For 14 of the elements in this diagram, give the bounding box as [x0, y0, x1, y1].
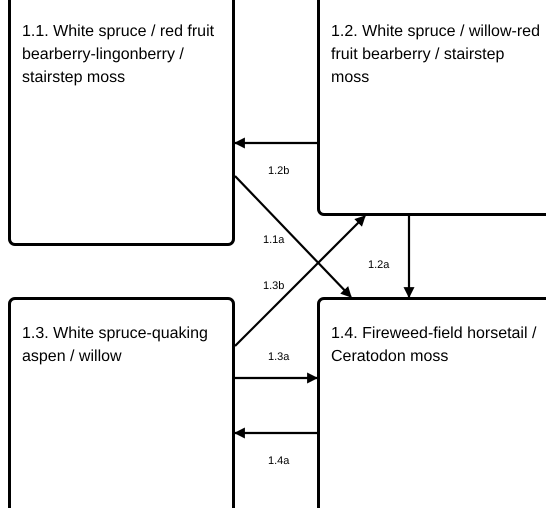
arrow	[234, 138, 317, 148]
arrow	[234, 175, 352, 298]
arrow	[234, 215, 366, 347]
vegetation-box	[317, 0, 546, 216]
box-title: 1.1. White spruce / red fruit bearberry-lingonberry / stairstep moss	[22, 22, 216, 88]
vegetation-box	[8, 0, 235, 246]
box-title: 1.4. Fireweed-field horsetail / Ceratodon moss	[331, 324, 538, 367]
arrow	[234, 428, 317, 438]
arrow	[404, 216, 414, 298]
vegetation-box	[317, 297, 546, 508]
box-title: 1.3. White spruce-quaking aspen / willow	[22, 324, 209, 367]
box-title: 1.2. White spruce / willow-red fruit bearberry / stairstep moss	[331, 22, 541, 88]
arrow	[235, 372, 318, 384]
vegetation-box	[8, 297, 235, 508]
